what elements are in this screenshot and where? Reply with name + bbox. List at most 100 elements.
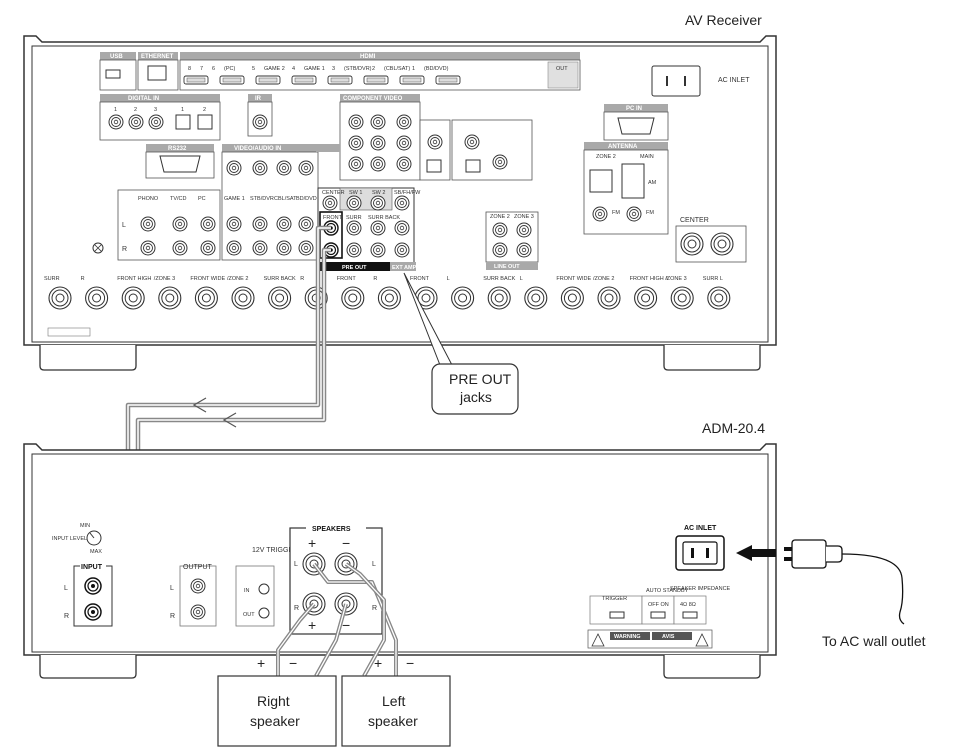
coaxial-jack-1[interactable] [108, 114, 124, 130]
audio-in-l-jack[interactable] [226, 216, 242, 232]
audio-in-l-jack[interactable] [140, 216, 156, 232]
hdmi-port[interactable] [255, 75, 281, 85]
audio-in-l-jack[interactable] [200, 216, 216, 232]
audio-in-r-jack[interactable] [200, 240, 216, 256]
preout-sw2-jack[interactable] [370, 195, 386, 211]
zone2-l-jack[interactable] [492, 222, 508, 238]
hdmi-port[interactable] [327, 75, 353, 85]
fm-jack-zone2[interactable] [592, 206, 608, 222]
speaker-post[interactable] [121, 286, 145, 310]
speaker-terminal-label: /ZONE 3 [154, 276, 175, 282]
preout-surr-r-jack[interactable] [346, 242, 362, 258]
input-l-jack[interactable] [84, 577, 102, 595]
speaker-post[interactable] [158, 286, 182, 310]
input-level-knob[interactable]: INPUT LEVEL MIN MAX [52, 523, 102, 555]
trigger-in-jack[interactable] [258, 583, 270, 595]
preout-extra-jack[interactable] [394, 220, 410, 236]
speaker-post[interactable] [597, 286, 621, 310]
preout-center-jack[interactable] [322, 195, 338, 211]
output-r-jack[interactable] [190, 604, 206, 620]
speaker-post[interactable] [451, 286, 475, 310]
speaker-post[interactable] [707, 286, 731, 310]
speaker-post[interactable] [341, 286, 365, 310]
center-minus-post[interactable] [710, 232, 734, 256]
audio-in-l-jack[interactable] [298, 216, 314, 232]
hdmi-port[interactable] [399, 75, 425, 85]
zone-video-panel [419, 119, 533, 181]
speaker-post[interactable] [487, 286, 511, 310]
component-jack[interactable] [396, 114, 412, 130]
audio-in-r-jack[interactable] [226, 240, 242, 256]
component-jack[interactable] [348, 135, 364, 151]
audio-in-l-jack[interactable] [276, 216, 292, 232]
audio-in-l-jack[interactable] [252, 216, 268, 232]
speaker-impedance-switch[interactable] [682, 611, 698, 619]
component-jack[interactable] [348, 114, 364, 130]
preout-surrback-l-jack[interactable] [370, 220, 386, 236]
video-in-jack[interactable] [226, 160, 242, 176]
optical-jack-2[interactable] [197, 114, 213, 130]
input-r-jack[interactable] [84, 603, 102, 621]
speaker-post[interactable] [85, 286, 109, 310]
coaxial-jack-2[interactable] [128, 114, 144, 130]
zone2-r-jack[interactable] [492, 242, 508, 258]
component-jack[interactable] [348, 156, 364, 172]
speaker-post[interactable] [377, 286, 401, 310]
video-in-jack[interactable] [298, 160, 314, 176]
preout-sbfhfw-jack[interactable] [394, 195, 410, 211]
component-jack[interactable] [370, 135, 386, 151]
zone3-l-jack[interactable] [516, 222, 532, 238]
component-jack[interactable] [370, 156, 386, 172]
left-speaker-plus: + [374, 655, 382, 671]
zone-jack[interactable] [464, 134, 480, 150]
ir-jack[interactable] [252, 114, 268, 130]
hdmi-port[interactable] [435, 75, 461, 85]
speaker-post[interactable] [194, 286, 218, 310]
receiver-ac-inlet[interactable] [651, 65, 701, 97]
optical-jack-1[interactable] [175, 114, 191, 130]
preout-surrback-r-jack[interactable] [370, 242, 386, 258]
trigger-switch[interactable] [609, 611, 625, 619]
video-in-jack[interactable] [252, 160, 268, 176]
video-in-jack[interactable] [276, 160, 292, 176]
speaker-post[interactable] [670, 286, 694, 310]
amp-ac-inlet[interactable]: AC INLET [675, 525, 725, 571]
usb-port[interactable]: USB [99, 52, 137, 91]
ground-terminal[interactable] [92, 242, 104, 254]
zone-jack[interactable] [492, 154, 508, 170]
component-jack[interactable] [396, 135, 412, 151]
hdmi-port[interactable] [183, 75, 209, 85]
audio-in-r-jack[interactable] [140, 240, 156, 256]
component-jack[interactable] [370, 114, 386, 130]
zone-jack[interactable] [427, 134, 443, 150]
trigger-out-jack[interactable] [258, 607, 270, 619]
hdmi-port[interactable] [291, 75, 317, 85]
output-l-jack[interactable] [190, 578, 206, 594]
preout-extra-jack[interactable] [394, 242, 410, 258]
fm-jack-main[interactable] [626, 206, 642, 222]
speaker-post[interactable] [524, 286, 548, 310]
vga-port[interactable] [617, 117, 655, 135]
preout-surr-l-jack[interactable] [346, 220, 362, 236]
ethernet-port[interactable]: ETHERNET [137, 52, 179, 91]
speaker-post[interactable] [48, 286, 72, 310]
audio-in-r-jack[interactable] [276, 240, 292, 256]
hdmi-port[interactable] [363, 75, 389, 85]
auto-standby-switch[interactable] [650, 611, 666, 619]
audio-in-r-jack[interactable] [172, 240, 188, 256]
speaker-post[interactable] [560, 286, 584, 310]
audio-in-r-jack[interactable] [252, 240, 268, 256]
speaker-post[interactable] [231, 286, 255, 310]
speaker-post[interactable] [268, 286, 292, 310]
speaker-post[interactable] [634, 286, 658, 310]
zone3-r-jack[interactable] [516, 242, 532, 258]
hdmi-port[interactable] [219, 75, 245, 85]
preout-sw1-jack[interactable] [346, 195, 362, 211]
audio-in-r-jack[interactable] [298, 240, 314, 256]
digital-port-label: 3 [154, 107, 157, 113]
component-jack[interactable] [396, 156, 412, 172]
center-plus-post[interactable] [680, 232, 704, 256]
coaxial-jack-3[interactable] [148, 114, 164, 130]
rs232-port[interactable] [159, 155, 201, 173]
audio-in-l-jack[interactable] [172, 216, 188, 232]
